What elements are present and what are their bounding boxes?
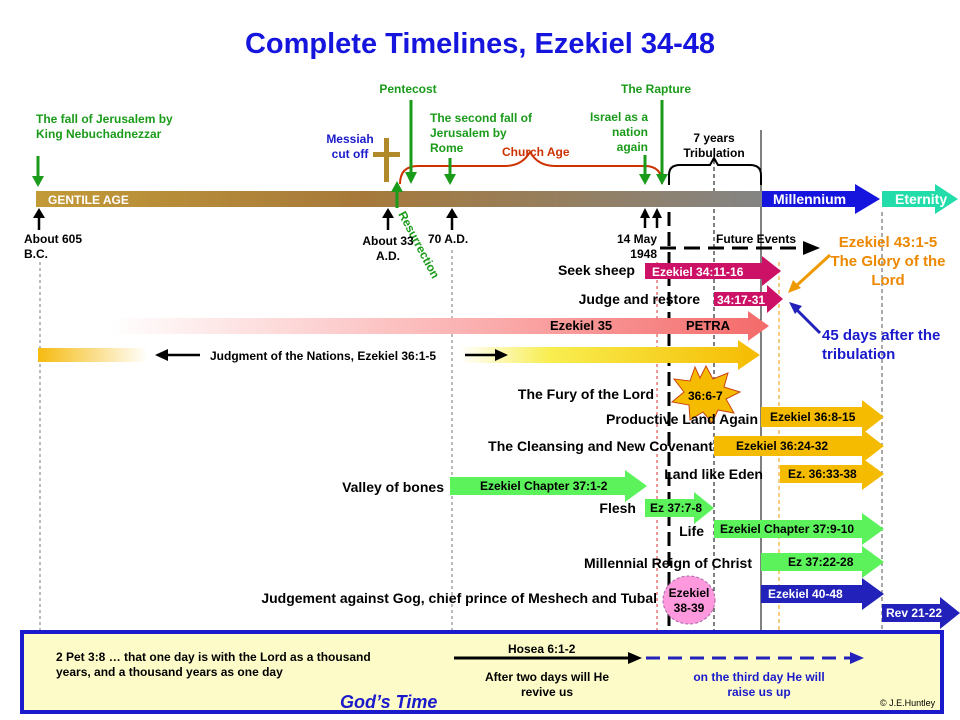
glory-arrowhead — [788, 280, 801, 293]
judge-restore-arrow — [714, 285, 783, 313]
fall1-caption: The fall of Jerusalem by King Nebuchadne… — [36, 112, 173, 141]
reign-ref: Ez 37:22-28 — [788, 555, 854, 569]
e40-ref: Ezekiel 40-48 — [768, 587, 843, 601]
millennium-arrow — [762, 184, 880, 214]
productive-arrow — [761, 400, 884, 434]
ezekiel-35-ref: Ezekiel 35 — [550, 318, 612, 333]
gods-time-arrows — [454, 652, 864, 664]
life-ref: Ezekiel Chapter 37:9-10 — [720, 522, 854, 536]
reign-label: Millennial Reign of Christ — [583, 555, 752, 571]
tribulation-bracket — [668, 155, 762, 185]
date-arrows — [33, 208, 662, 230]
ezekiel-35-arrow — [110, 311, 769, 341]
judge-label: Judge and restore — [578, 291, 700, 307]
valley-arrow — [450, 470, 647, 502]
glory-arrow — [793, 253, 832, 289]
israel-caption: Israel as a nation again — [589, 110, 648, 154]
millennium-label: Millennium — [773, 191, 846, 207]
seek-sheep-ref: Ezekiel 34:11-16 — [652, 265, 744, 279]
life-arrow — [714, 513, 884, 545]
eternity-label: Eternity — [895, 191, 947, 207]
future-events-arrowhead — [803, 241, 820, 255]
nations-ref: Judgment of the Nations, Ezekiel 36:1-5 — [210, 349, 436, 363]
date-33ad: About 33 A.D. — [362, 234, 414, 263]
credit-text: © J.E.Huntley — [880, 698, 936, 708]
cleansing-arrow — [714, 429, 884, 463]
two-days-text: After two days will He revive us — [484, 670, 610, 699]
gentile-age-label: GENTILE AGE — [48, 193, 129, 207]
flesh-ref: Ez 37:7-8 — [650, 501, 702, 515]
page-title: Complete Timelines, Ezekiel 34-48 — [244, 28, 716, 60]
reign-arrow — [761, 546, 884, 578]
gog-circle — [662, 575, 716, 625]
glory-note: Ezekiel 43:1-5 The Glory of the Lord — [830, 234, 946, 289]
nations-right-arrow — [460, 340, 760, 370]
resurrection-arrow — [391, 181, 403, 208]
third-day-arrowhead — [850, 652, 864, 664]
gog-ref-1: Ezekiel — [669, 586, 710, 600]
flesh-arrow — [645, 492, 714, 524]
hosea-ref: Hosea 6:1-2 — [508, 642, 576, 656]
fury-ref: 36:6-7 — [688, 389, 723, 403]
seek-sheep-arrow — [645, 256, 781, 286]
eden-arrow — [780, 458, 884, 490]
date-70ad: 70 A.D. — [428, 232, 469, 246]
pet-quote: 2 Pet 3:8 … that one day is with the Lor… — [56, 650, 371, 679]
gentile-age-bar — [36, 191, 762, 207]
fall2-caption: The second fall of Jerusalem by Rome — [430, 111, 533, 155]
fury-label: The Fury of the Lord — [517, 386, 654, 402]
cleansing-ref: Ezekiel 36:24-32 — [736, 439, 828, 453]
pentecost-caption: Pentecost — [379, 82, 437, 96]
flesh-label: Flesh — [599, 500, 636, 516]
date-605bc: About 605 B.C. — [24, 232, 83, 261]
cross-icon — [384, 138, 389, 182]
e40-arrow — [761, 578, 884, 610]
nations-left-pointer-head — [155, 349, 168, 361]
tribulation-caption: 7 years Tribulation — [683, 131, 745, 160]
eden-label: Land like Eden — [664, 466, 763, 482]
eternity-arrow — [882, 184, 958, 214]
days45-note: 45 days after the tribulation — [822, 327, 941, 363]
rapture-caption: The Rapture — [621, 82, 692, 96]
messiah-caption: Messiah cut off — [326, 132, 374, 161]
nations-left-bar — [38, 348, 148, 362]
two-days-arrowhead — [628, 652, 642, 664]
life-label: Life — [679, 523, 704, 539]
days45-arrowhead — [789, 302, 802, 314]
green-arrows — [32, 100, 668, 187]
future-events-caption: Future Events — [716, 232, 797, 246]
nations-right-pointer-head — [495, 349, 508, 361]
date-1948: 14 May 1948 — [616, 232, 657, 261]
gog-ref-2: 38-39 — [674, 601, 705, 615]
cross-icon-bar — [373, 152, 400, 157]
valley-ref: Ezekiel Chapter 37:1-2 — [480, 479, 608, 493]
valley-label: Valley of bones — [342, 479, 444, 495]
days45-arrow — [794, 307, 822, 335]
eden-ref: Ez. 36:33-38 — [788, 467, 857, 481]
gods-time-label: God’s Time — [340, 692, 438, 712]
rev-arrow — [882, 597, 960, 629]
cleansing-label: The Cleansing and New Covenant — [488, 438, 713, 454]
fury-star — [670, 364, 742, 424]
church-age-caption: Church Age — [502, 145, 570, 159]
productive-ref: Ezekiel 36:8-15 — [770, 410, 856, 424]
petra-label: PETRA — [686, 318, 731, 333]
gods-time-box: 2 Pet 3:8 … that one day is with the Lor… — [20, 630, 944, 714]
gog-label: Judgement against Gog, chief prince of M… — [261, 590, 657, 606]
judge-restore-ref: 34:17-31 — [717, 293, 765, 307]
third-day-text: on the third day He will raise us up — [693, 670, 825, 699]
seek-label: Seek sheep — [557, 262, 635, 278]
rev-ref: Rev 21-22 — [886, 606, 942, 620]
productive-label: Productive Land Again — [606, 411, 758, 427]
